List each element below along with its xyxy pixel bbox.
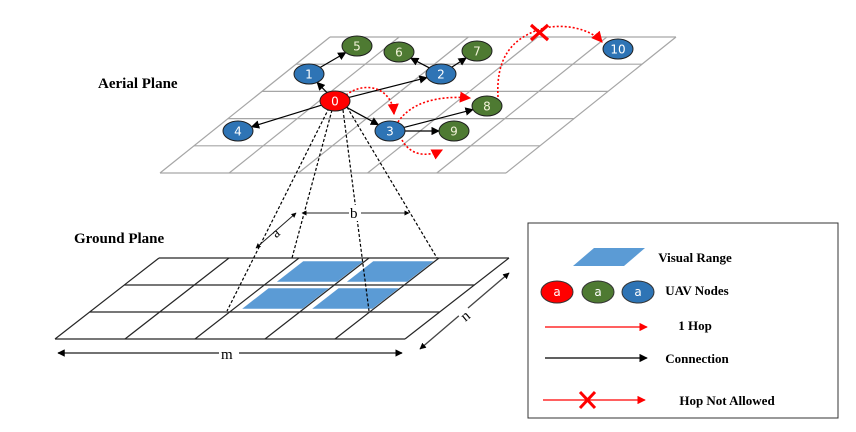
legend-box [527,222,839,419]
uav-node-shape [425,63,457,85]
aerial-grid-col-line [367,36,538,174]
uav-node-label: 0 [331,95,339,109]
green-node-swatch [581,280,615,304]
uav-node-label: 6 [395,46,403,60]
visual-range-cell [276,261,364,282]
legend-label-uav-nodes: UAV Nodes [665,283,728,298]
uav-node-label: 2 [437,68,445,82]
connection-arrow-0-2 [348,75,428,99]
dim-m-label: m [221,347,233,363]
uav-node-label: 1 [305,68,313,82]
connection-arrow-3-8 [403,107,474,128]
uav-node-2: 2 [425,63,457,85]
uav-node-8: 8 [471,95,503,117]
uav-node-shape [461,40,493,62]
uav-node-0: 0 [319,90,351,112]
dimension-m: m [57,346,403,363]
one-hop-arrow-3-8 [397,91,472,123]
aerial-plane-grid [159,36,677,174]
uav-node-shape [602,38,634,60]
projection-line [226,107,330,312]
ground-grid-col-line [264,257,370,340]
uav-node-shape [383,41,415,63]
legend: Visual Range a a a UAV Nodes 1 Hop Conne… [527,222,839,419]
connection-arrow-0-4 [250,104,322,129]
connection-arrow-1-5 [319,52,347,68]
uav-node-9: 9 [438,120,470,142]
ground-plane-title: Ground Plane [74,231,165,247]
uav-node-swatches: a a a [540,280,655,304]
uav-node-label: 4 [234,125,242,139]
dimension-n: n [419,272,510,350]
uav-node-shape [438,120,470,142]
uav-node-label: 10 [610,43,625,57]
one-hop-arrow-0-3 [345,86,399,116]
connection-arrow-0-3 [346,106,380,126]
cross-icon [578,390,597,410]
ground-grid-col-line [124,257,230,340]
uav-node-label: 7 [473,45,481,59]
ground-grid-col-line [54,257,160,340]
red-node-swatch [540,280,574,304]
uav-node-label: 9 [450,125,458,139]
uav-node-label: 5 [353,40,361,54]
aerial-grid-col-line [298,36,469,174]
visual-range-swatch [573,248,645,266]
connection-arrow-2-6 [410,57,430,69]
green-node-swatch-text: a [594,285,601,299]
legend-label-connection: Connection [665,351,729,366]
projection-line [291,109,333,259]
dimension-b: b [301,205,410,222]
legend-label-one-hop: 1 Hop [678,318,712,333]
dimension-a: a [255,212,297,249]
visual-range-cell [346,261,434,282]
uav-node-4: 4 [222,120,254,142]
uav-node-7: 7 [461,40,493,62]
uav-node-label: 3 [386,125,394,139]
blue-node-swatch-text: a [634,285,641,299]
ground-grid-col-line [194,257,300,340]
uav-node-label: 8 [483,100,491,114]
uav-node-3: 3 [374,120,406,142]
uav-node-shape [222,120,254,142]
red-node-swatch-text: a [553,285,560,299]
ground-plane-grid [54,257,510,340]
dim-a-label: a [269,225,284,241]
aerial-plane-title: Aerial Plane [98,76,178,92]
aerial-grid-col-line [505,36,677,174]
uav-node-6: 6 [383,41,415,63]
uav-node-shape [293,63,325,85]
blue-node-swatch [621,280,655,304]
uav-nodes: 0 1 2 3 4 5 6 7 8 9 10 [222,35,634,142]
uav-node-5: 5 [341,35,373,57]
legend-label-visual-range: Visual Range [658,250,732,265]
hop-not-allowed-edges [497,23,603,98]
dim-b-label: b [350,206,358,222]
cross-icon [529,23,550,42]
uav-node-1: 1 [293,63,325,85]
ground-grid-col-line [334,257,440,340]
connection-arrow-2-7 [451,57,467,68]
uav-node-shape [319,90,351,112]
one-hop-edges [345,86,472,160]
connection-arrow-0-1 [316,81,328,94]
uav-node-shape [471,95,503,117]
connection-edges [250,52,474,136]
one-hop-arrow-3-9 [401,139,444,160]
visual-range-cell [242,288,329,309]
projection-line [346,106,438,259]
uav-node-10: 10 [602,38,634,60]
uav-node-shape [341,35,373,57]
visual-range-cell [312,288,399,309]
aerial-grid-col-line [228,36,400,174]
aerial-grid-col-line [159,36,331,174]
aerial-grid-col-line [436,36,608,174]
legend-label-hop-not-allowed: Hop Not Allowed [679,393,775,408]
uav-node-shape [374,120,406,142]
